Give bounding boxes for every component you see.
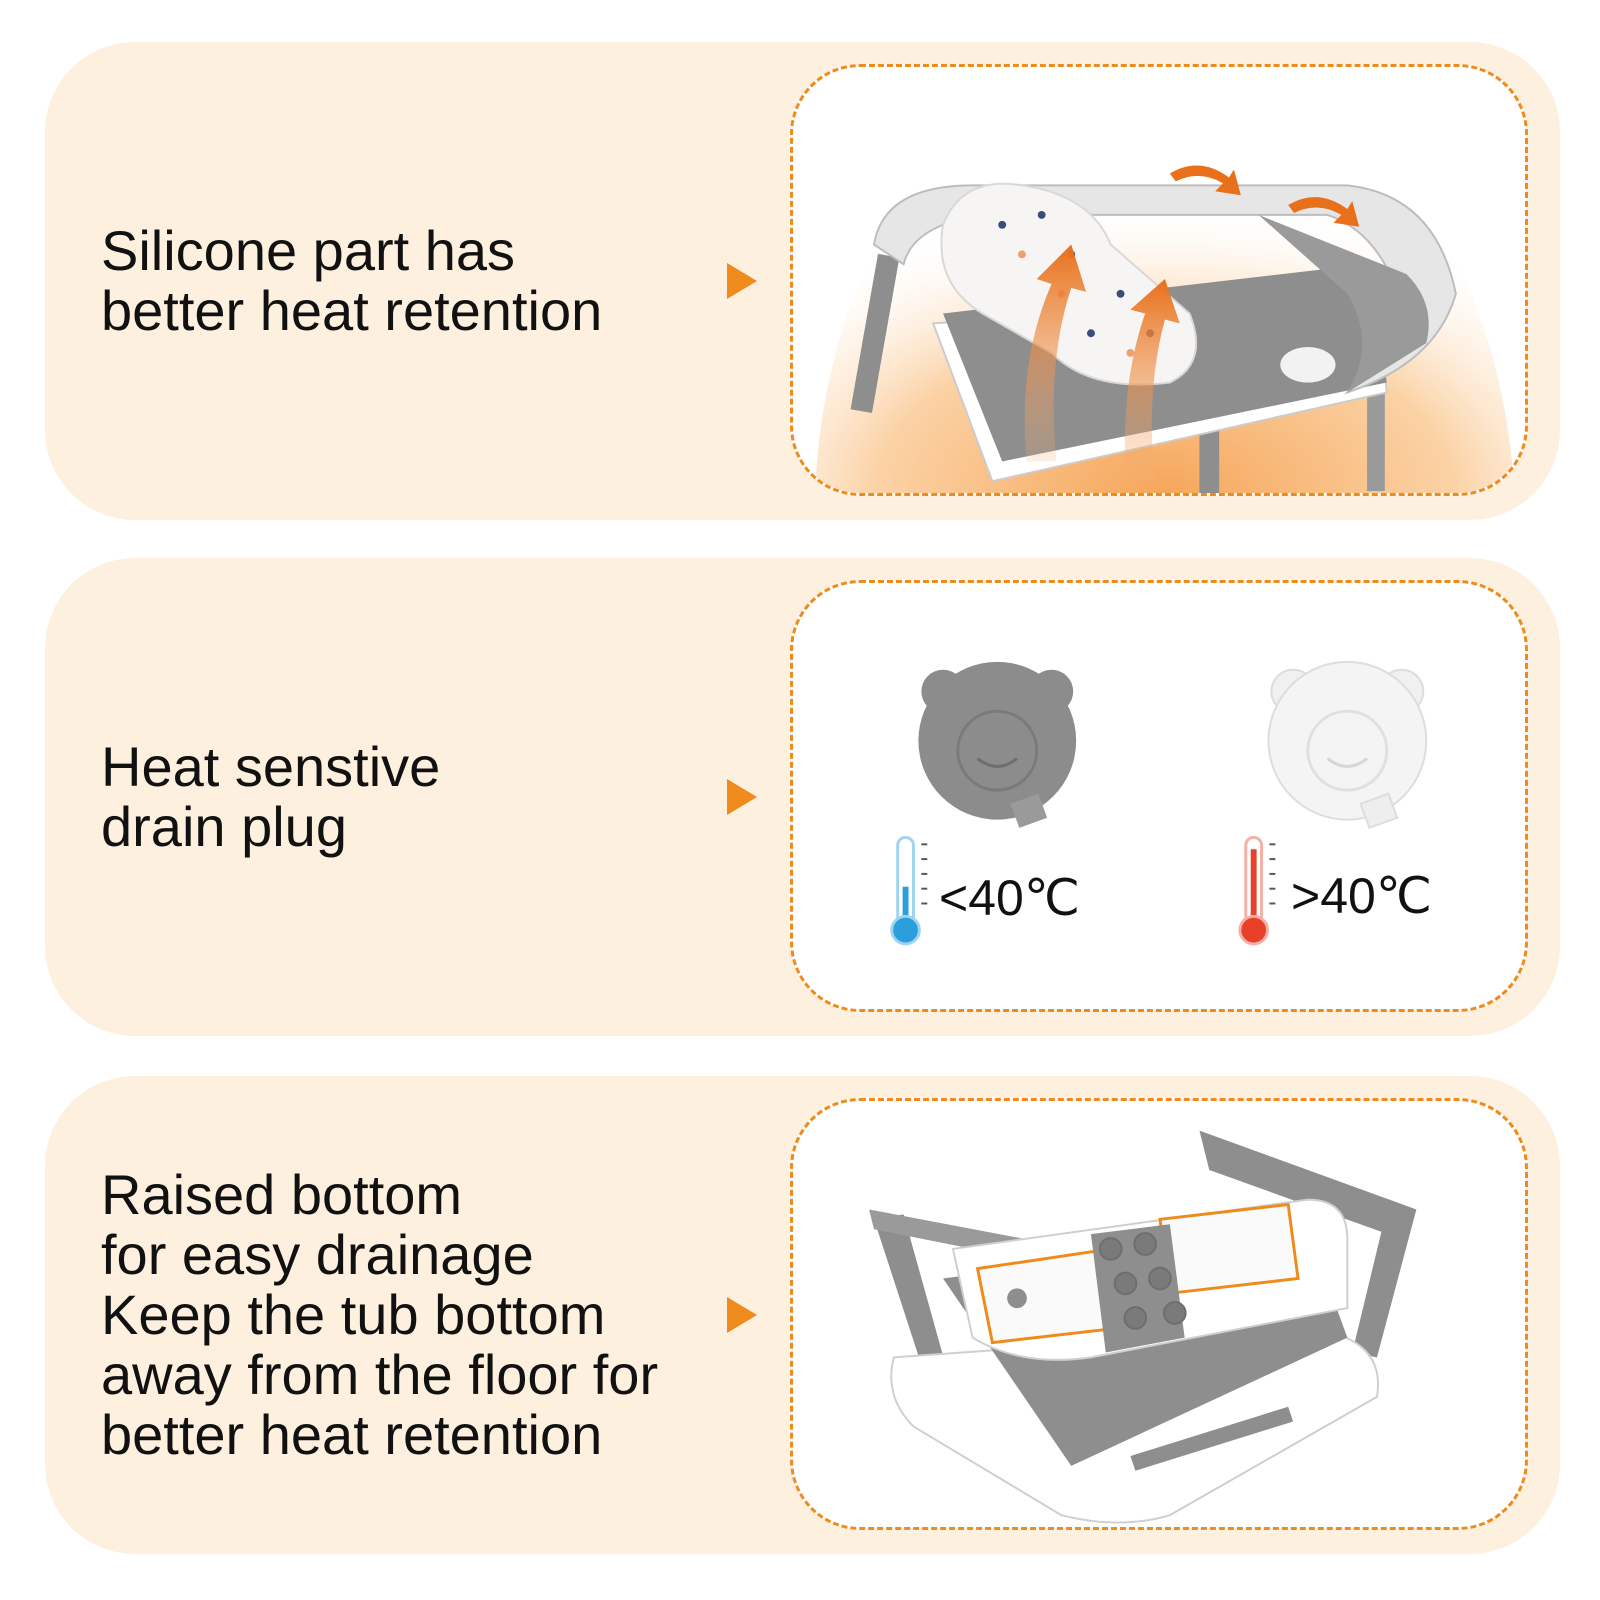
drain-plug-illustration: [890, 660, 1428, 946]
feature-caption: Heat senstive drain plug: [101, 558, 721, 1036]
thermometer-cold-icon: [890, 835, 928, 946]
tub-illustration: [814, 96, 1515, 493]
play-arrow-icon: [727, 263, 757, 299]
heat-arrow-icon: [1288, 197, 1360, 227]
heat-arrow-icon: [1124, 279, 1180, 482]
feature-panel-raised-bottom: Raised bottom for easy drainage Keep the…: [45, 1076, 1560, 1554]
caption-line: Silicone part has: [101, 219, 516, 282]
drain-plug-gray: [918, 661, 1077, 828]
feature-panel-drain-plug: Heat senstive drain plug: [45, 558, 1560, 1036]
caption-line: drain plug: [101, 795, 347, 858]
caption-line: Raised bottom: [101, 1163, 463, 1226]
tub-bottom-image-frame: [790, 1098, 1528, 1530]
caption-line: Heat senstive: [101, 735, 441, 798]
drain-plug-image-frame: <40℃ >40℃: [790, 580, 1528, 1012]
feature-caption: Silicone part has better heat retention: [101, 42, 721, 520]
tub-image-frame: [790, 64, 1528, 496]
feature-caption: Raised bottom for easy drainage Keep the…: [101, 1076, 721, 1554]
heat-arrow-icon: [1169, 165, 1241, 196]
caption-line: Keep the tub bottom: [101, 1283, 606, 1346]
heat-arrow-icon: [1024, 244, 1087, 462]
caption-line: for easy drainage: [101, 1223, 534, 1286]
play-arrow-icon: [727, 779, 757, 815]
caption-line: away from the floor for: [101, 1343, 659, 1406]
caption-line: better heat retention: [101, 1403, 603, 1466]
drain-plug-white: [1267, 660, 1428, 830]
cold-temp-label: <40℃: [939, 870, 1080, 926]
play-arrow-icon: [727, 1297, 757, 1333]
tub-bottom-illustration: [869, 1130, 1417, 1524]
hot-temp-label: >40℃: [1291, 868, 1432, 924]
feature-panel-heat-retention: Silicone part has better heat retention: [45, 42, 1560, 520]
caption-line: better heat retention: [101, 279, 603, 342]
thermometer-hot-icon: [1238, 835, 1276, 946]
